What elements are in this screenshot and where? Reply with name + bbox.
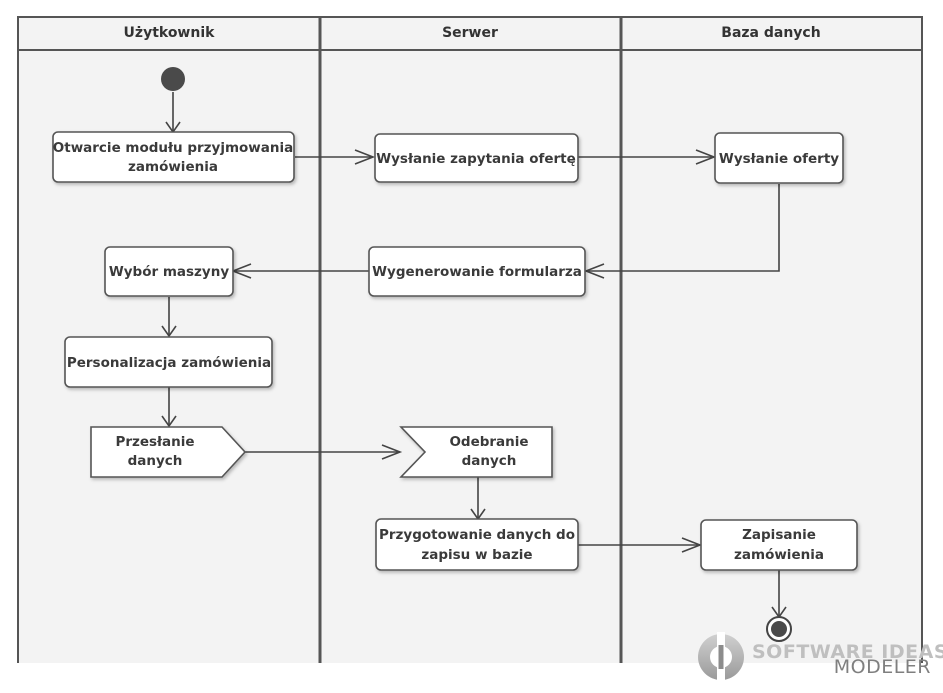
accept-event-line2: danych — [462, 453, 517, 469]
watermark-line1: SOFTWARE IDEAS — [752, 641, 943, 663]
action-prepare-data[interactable]: Przygotowanie danych do zapisu w bazie — [375, 518, 579, 571]
initial-node[interactable] — [161, 67, 185, 91]
flows — [161, 92, 787, 619]
action-open-module-line1: Otwarcie modułu przyjmowania — [53, 140, 293, 156]
send-signal-line1: Przesłanie — [115, 434, 194, 450]
lane-title-user: Użytkownik — [124, 25, 216, 41]
final-node[interactable] — [766, 616, 792, 642]
action-personalize[interactable]: Personalizacja zamówienia — [64, 336, 273, 388]
action-save-order-line2: zamówienia — [734, 547, 824, 563]
accept-event-line1: Odebranie — [449, 434, 528, 450]
action-choose-machine-label: Wybór maszyny — [109, 264, 229, 280]
flow-send-data-to-receive-data — [245, 444, 403, 460]
watermark-logo-icon — [698, 632, 744, 682]
flow-open-module-to-send-query — [295, 149, 376, 165]
lane-title-database: Baza danych — [721, 25, 820, 41]
action-open-module[interactable]: Otwarcie modułu przyjmowania zamówienia — [52, 131, 295, 183]
action-personalize-label: Personalizacja zamówienia — [67, 355, 271, 371]
action-prepare-data-line2: zapisu w bazie — [421, 547, 532, 563]
watermark-line2: MODELER — [834, 656, 931, 678]
action-send-offer-label: Wysłanie oferty — [719, 151, 839, 167]
action-choose-machine[interactable]: Wybór maszyny — [104, 246, 234, 297]
action-save-order-line1: Zapisanie — [742, 527, 816, 543]
action-prepare-data-line1: Przygotowanie danych do — [379, 527, 575, 543]
flow-choose-machine-to-personalize — [161, 297, 177, 338]
flow-prepare-data-to-save-order — [578, 537, 703, 553]
action-generate-form-label: Wygenerowanie formularza — [372, 264, 582, 280]
action-send-query-label: Wysłanie zapytania ofertę — [376, 151, 576, 167]
action-send-query[interactable]: Wysłanie zapytania ofertę — [374, 133, 579, 183]
send-signal-line2: danych — [128, 453, 183, 469]
flow-send-query-to-send-offer — [578, 149, 717, 165]
flow-send-offer-to-generate-form — [583, 184, 780, 279]
action-save-order[interactable]: Zapisanie zamówienia — [700, 519, 858, 571]
accept-event-receive-data[interactable]: Odebranie danych — [399, 426, 553, 478]
action-send-offer[interactable]: Wysłanie oferty — [714, 132, 844, 184]
action-generate-form[interactable]: Wygenerowanie formularza — [368, 246, 586, 297]
flow-personalize-to-send-data — [161, 387, 177, 428]
watermark: SOFTWARE IDEAS MODELER — [698, 632, 943, 682]
lane-title-server: Serwer — [442, 25, 498, 41]
send-signal-send-data[interactable]: Przesłanie danych — [90, 426, 247, 478]
action-open-module-line2: zamówienia — [128, 159, 218, 175]
